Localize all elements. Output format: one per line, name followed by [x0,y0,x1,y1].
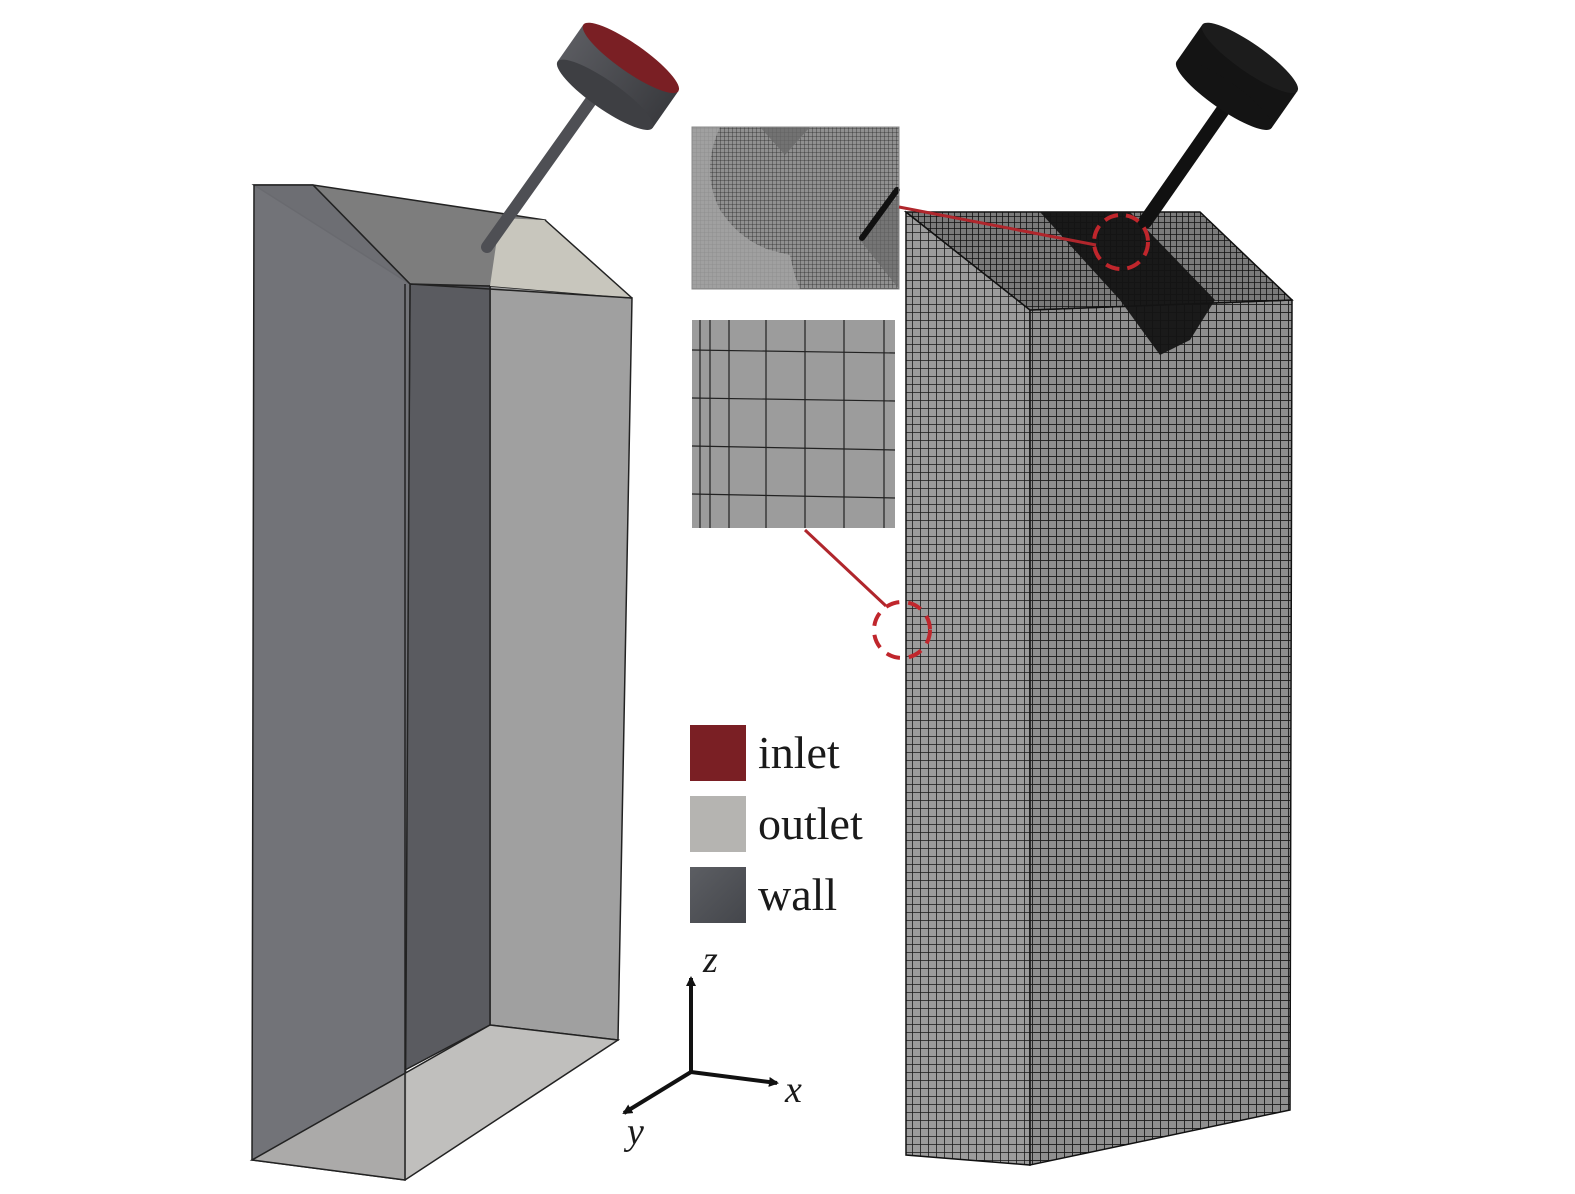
axis-triad [622,976,779,1115]
inset-coarse-mesh [691,320,896,528]
bottom-outlet-face [249,1024,621,1181]
legend-item-inlet: inlet [690,720,863,786]
inner-wall-face [404,283,491,1072]
legend-item-wall: wall [690,862,863,928]
wall-swatch [690,867,746,923]
legend-item-outlet: outlet [690,791,863,857]
legend-label: outlet [758,798,863,849]
axis-label-y: y [627,1111,644,1153]
mesh-front-face [905,210,1031,1166]
inlet-swatch [690,725,746,781]
legend-label: wall [758,869,838,920]
callout-side [803,528,932,660]
outlet-swatch [690,796,746,852]
inset-refined-mesh [691,126,900,290]
front-wall-face [251,184,411,1181]
mesh-side-face [1029,299,1293,1166]
callout-top [898,205,1150,271]
mesh-model [903,22,1299,1166]
axis-label-x: x [785,1069,802,1111]
mesh-inlet-pipe [1138,22,1299,229]
geometry-model [249,22,680,1181]
inlet-pipe [481,22,680,253]
axis-label-z: z [703,939,718,981]
legend-label: inlet [758,727,840,778]
outlet-side-face [489,285,633,1041]
refined-region [1040,212,1215,355]
inlet-face [582,22,680,94]
sloped-top-outlet [490,218,632,298]
legend: inlet outlet wall [690,720,863,933]
